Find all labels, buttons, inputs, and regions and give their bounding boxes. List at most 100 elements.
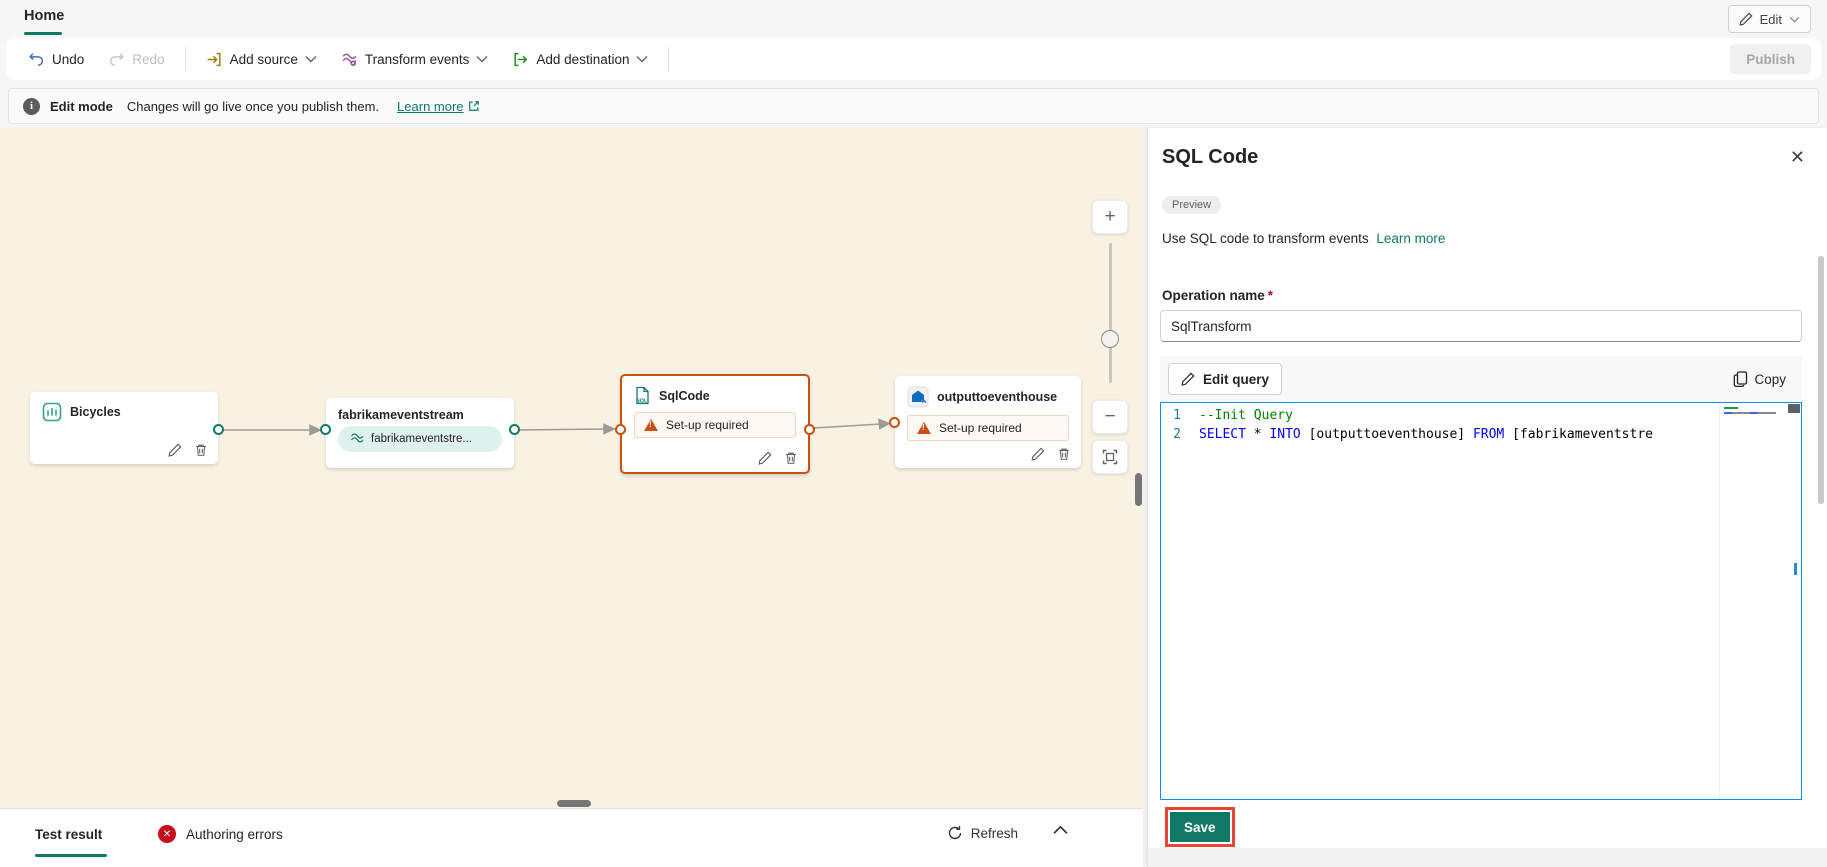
eventhouse-icon	[907, 386, 929, 408]
svg-text:SQL: SQL	[636, 399, 648, 405]
operation-name-input[interactable]	[1160, 310, 1802, 342]
warning-label: Set-up required	[666, 418, 749, 432]
info-icon: i	[23, 97, 40, 115]
output-port[interactable]	[804, 424, 815, 435]
add-source-button[interactable]: Add source	[194, 43, 329, 75]
authoring-errors-label: Authoring errors	[186, 826, 283, 842]
copy-label: Copy	[1754, 371, 1786, 387]
external-link-icon	[468, 100, 480, 112]
transform-events-button[interactable]: Transform events	[329, 43, 501, 75]
warning-icon	[917, 422, 931, 434]
setup-required-warning: Set-up required	[907, 415, 1069, 441]
chevron-down-icon	[476, 55, 488, 63]
input-port[interactable]	[615, 424, 626, 435]
eventstream-canvas[interactable]: Bicycles fabrikameventstream fab	[0, 128, 1143, 808]
zoom-out-button[interactable]: −	[1092, 400, 1128, 434]
required-marker: *	[1267, 288, 1274, 303]
infobar-title: Edit mode	[50, 98, 113, 114]
pencil-icon[interactable]	[168, 443, 182, 457]
pencil-icon[interactable]	[758, 451, 772, 465]
copy-button[interactable]: Copy	[1725, 365, 1794, 394]
panel-learn-more-link[interactable]: Learn more	[1376, 231, 1446, 246]
publish-button[interactable]: Publish	[1730, 44, 1811, 74]
ribbon-toolbar: Undo Redo Add source Tra	[6, 38, 1821, 80]
undo-label: Undo	[52, 51, 85, 67]
panel-title: SQL Code	[1162, 146, 1259, 168]
bottom-panel-bar: Test result ✕ Authoring errors Refresh	[0, 808, 1143, 867]
edit-mode-button[interactable]: Edit	[1727, 5, 1811, 33]
add-source-icon	[206, 51, 223, 68]
add-source-label: Add source	[229, 51, 298, 67]
close-icon[interactable]: ✕	[1789, 147, 1805, 167]
save-button[interactable]: Save	[1170, 812, 1230, 842]
node-title: outputtoeventhouse	[937, 390, 1058, 404]
panel-description-text: Use SQL code to transform events	[1162, 231, 1369, 246]
tab-test-result-underline	[35, 854, 107, 857]
output-port[interactable]	[509, 424, 520, 435]
stream-pill[interactable]: fabrikameventstre...	[338, 426, 502, 452]
editor-scrollbar[interactable]	[1787, 403, 1801, 799]
input-port[interactable]	[889, 417, 900, 428]
input-port[interactable]	[320, 424, 331, 435]
minimap-comment-mark	[1724, 407, 1738, 409]
redo-button[interactable]: Redo	[96, 43, 176, 75]
node-fabrikameventstream[interactable]: fabrikameventstream fabrikameventstre...	[320, 398, 520, 468]
infobar-message: Changes will go live once you publish th…	[126, 98, 380, 114]
redo-icon	[108, 51, 125, 68]
infobar-learn-more-link[interactable]: Learn more	[397, 99, 479, 114]
undo-button[interactable]: Undo	[16, 43, 96, 75]
edge-connectors	[221, 418, 891, 436]
node-title: SqlCode	[659, 388, 710, 403]
node-title: fabrikameventstream	[338, 408, 464, 422]
panel-scrollbar-thumb[interactable]	[1818, 256, 1824, 504]
output-port[interactable]	[213, 424, 224, 435]
pencil-icon[interactable]	[1031, 447, 1045, 461]
tab-home[interactable]: Home	[24, 8, 65, 24]
overview-ruler-mark	[1794, 563, 1797, 575]
trash-icon[interactable]	[784, 451, 798, 465]
undo-icon	[28, 51, 45, 68]
operation-name-label: Operation name*	[1162, 288, 1274, 303]
edit-query-button[interactable]: Edit query	[1168, 363, 1283, 395]
pencil-icon	[1739, 12, 1753, 26]
add-destination-button[interactable]: Add destination	[500, 43, 660, 75]
edit-query-label: Edit query	[1203, 371, 1270, 387]
editor-scrollbar-thumb[interactable]	[1788, 404, 1800, 413]
zoom-in-button[interactable]: +	[1092, 200, 1128, 234]
refresh-button[interactable]: Refresh	[947, 825, 1018, 841]
minimap-code-mark	[1724, 412, 1776, 414]
edit-mode-infobar: i Edit mode Changes will go live once yo…	[8, 88, 1819, 124]
stream-pill-label: fabrikameventstre...	[371, 433, 472, 445]
tab-authoring-errors[interactable]: ✕ Authoring errors	[158, 825, 283, 843]
setup-required-warning: Set-up required	[634, 412, 796, 438]
chevron-down-icon	[305, 55, 317, 63]
chevron-up-icon[interactable]	[1053, 825, 1068, 835]
trash-icon[interactable]	[194, 443, 208, 457]
tab-home-underline	[24, 32, 62, 35]
error-badge-icon: ✕	[158, 825, 176, 843]
line-number: 1	[1173, 408, 1181, 423]
node-bicycles[interactable]: Bicycles	[30, 392, 224, 464]
minimap[interactable]	[1719, 403, 1787, 799]
node-sqlcode[interactable]: SQL SqlCode Set-up required	[615, 374, 815, 474]
panel-description: Use SQL code to transform events Learn m…	[1162, 231, 1445, 246]
code-line: 1--Init Query	[1161, 406, 1801, 425]
node-actions	[758, 451, 798, 465]
canvas-horizontal-scrollbar[interactable]	[557, 800, 591, 807]
fit-to-screen-button[interactable]	[1092, 440, 1128, 474]
zoom-slider-thumb[interactable]	[1101, 330, 1119, 348]
node-outputtoeventhouse[interactable]: outputtoeventhouse Set-up required	[889, 376, 1081, 468]
node-actions	[1031, 447, 1071, 461]
tab-test-result[interactable]: Test result	[35, 827, 103, 842]
canvas-vertical-scrollbar[interactable]	[1135, 473, 1142, 506]
preview-badge: Preview	[1162, 196, 1222, 214]
trash-icon[interactable]	[1057, 447, 1071, 461]
zoom-slider-track[interactable]	[1109, 243, 1112, 383]
eventstream-icon	[350, 433, 364, 445]
node-title: Bicycles	[70, 405, 121, 419]
learn-more-label: Learn more	[397, 98, 464, 114]
